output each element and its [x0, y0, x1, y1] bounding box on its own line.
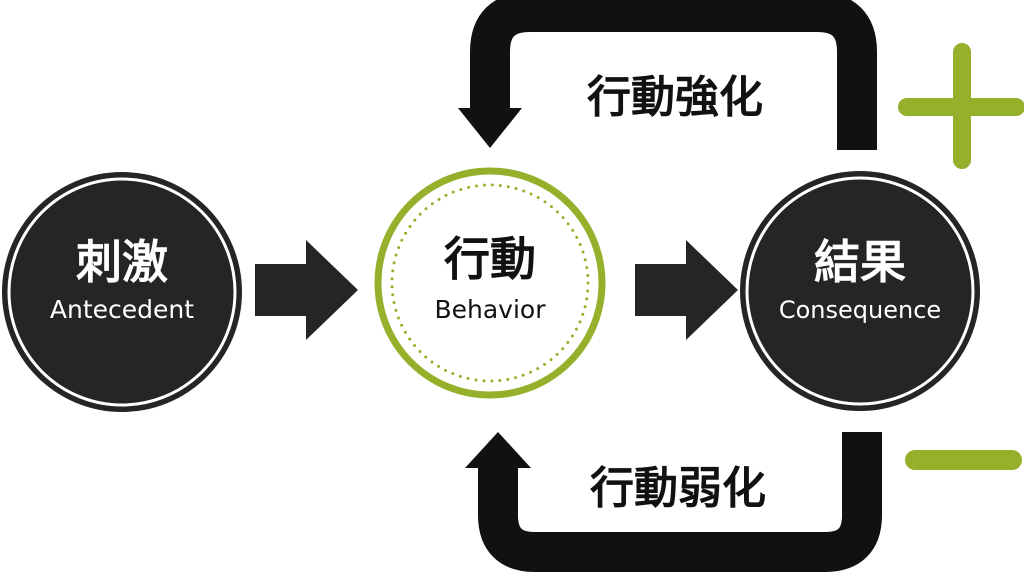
reinforce-loop-arrow: [458, 0, 877, 150]
consequence-en-label: Consequence: [779, 296, 941, 324]
reinforce-label: 行動強化: [587, 72, 763, 123]
behavior-jp-label: 行動: [444, 232, 536, 286]
consequence-node: 結果 Consequence: [740, 171, 980, 411]
weaken-label: 行動弱化: [590, 463, 766, 514]
antecedent-en-label: Antecedent: [50, 295, 194, 324]
behavior-node: 行動 Behavior: [374, 167, 606, 399]
arrow-antecedent-to-behavior: [255, 240, 358, 340]
plus-icon: [898, 43, 1024, 169]
weaken-loop-arrow: [465, 432, 882, 572]
antecedent-jp-label: 刺激: [76, 235, 168, 289]
behavior-en-label: Behavior: [434, 295, 546, 324]
arrow-behavior-to-consequence: [635, 240, 738, 340]
consequence-jp-label: 結果: [814, 235, 906, 289]
antecedent-node: 刺激 Antecedent: [2, 172, 242, 412]
